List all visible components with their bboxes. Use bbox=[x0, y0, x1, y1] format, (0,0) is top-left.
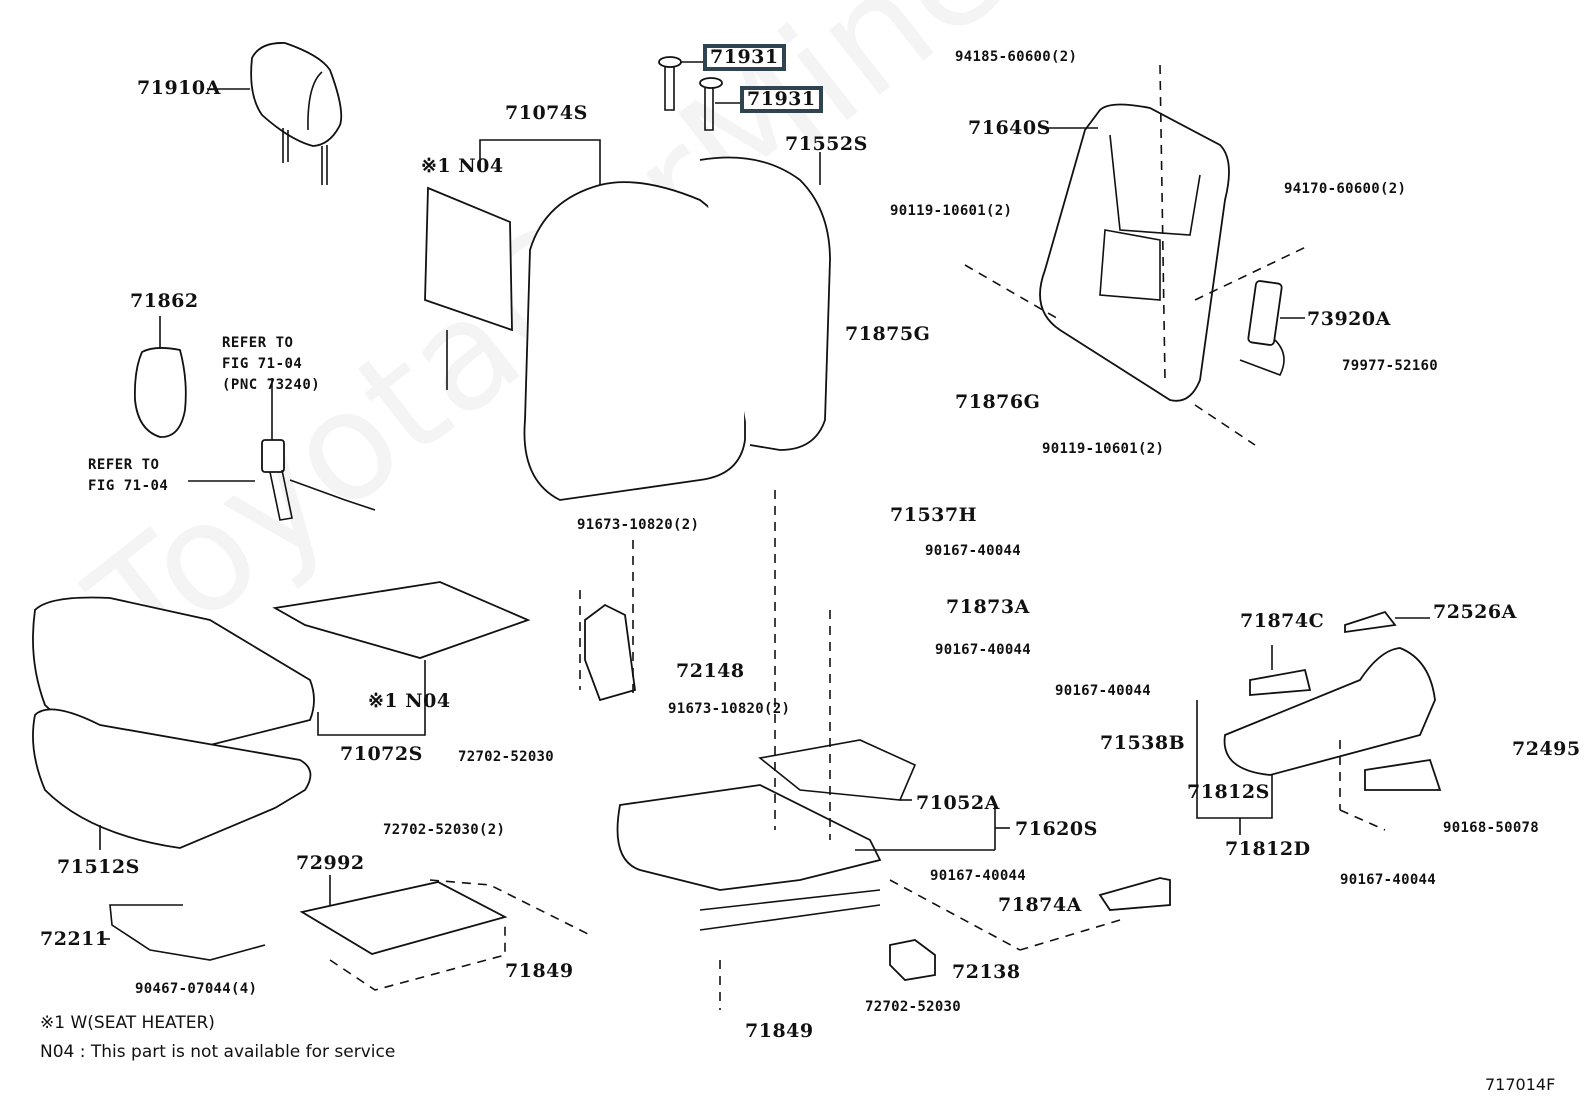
refer-pnc: (PNC 73240) bbox=[222, 377, 321, 393]
part-label-71931-highlighted[interactable]: 71931 bbox=[703, 44, 786, 71]
part-label-71931-highlighted[interactable]: 71931 bbox=[740, 86, 823, 113]
part-label-90167-40044[interactable]: 90167-40044 bbox=[925, 543, 1022, 559]
armrest-drawing bbox=[1196, 610, 1442, 835]
part-label-72702-52030-2[interactable]: 72702-52030(2) bbox=[383, 822, 506, 838]
part-label-71812S[interactable]: 71812S bbox=[1187, 781, 1270, 803]
part-label-71074S[interactable]: 71074S bbox=[505, 102, 588, 124]
part-label-72702-52030-bottom[interactable]: 72702-52030 bbox=[865, 999, 962, 1015]
footnote-n04: N04 : This part is not available for ser… bbox=[40, 1042, 396, 1062]
part-label-71874C[interactable]: 71874C bbox=[1240, 610, 1325, 632]
part-label-N04-cushion[interactable]: ※1 N04 bbox=[368, 690, 451, 712]
clip-71931-drawing bbox=[658, 56, 748, 131]
part-label-90467-07044[interactable]: 90467-07044(4) bbox=[135, 981, 258, 997]
seat-frame-drawing bbox=[616, 490, 1021, 1010]
part-label-90119-10601-bottom[interactable]: 90119-10601(2) bbox=[1042, 441, 1165, 457]
part-label-71875G[interactable]: 71875G bbox=[845, 323, 931, 345]
part-label-71552S[interactable]: 71552S bbox=[785, 133, 868, 155]
part-label-72211[interactable]: 72211 bbox=[40, 928, 109, 950]
part-label-71538B[interactable]: 71538B bbox=[1100, 732, 1186, 754]
part-label-94170-60600[interactable]: 94170-60600(2) bbox=[1284, 181, 1407, 197]
refer-figure-link[interactable]: FIG 71-04 bbox=[222, 356, 303, 372]
part-label-79977-52160[interactable]: 79977-52160 bbox=[1342, 358, 1439, 374]
part-label-N04-backrest[interactable]: ※1 N04 bbox=[421, 155, 504, 177]
part-label-73920A[interactable]: 73920A bbox=[1307, 308, 1391, 330]
heater-pad-back-drawing bbox=[424, 186, 513, 332]
part-label-94185-60600[interactable]: 94185-60600(2) bbox=[955, 49, 1078, 65]
part-label-71620S[interactable]: 71620S bbox=[1015, 818, 1098, 840]
part-label-72495[interactable]: 72495 bbox=[1512, 738, 1581, 760]
heater-pad-seat-drawing bbox=[272, 581, 531, 659]
part-label-90167-40044[interactable]: 90167-40044 bbox=[1340, 872, 1437, 888]
footnote-seat-heater: ※1 W(SEAT HEATER) bbox=[40, 1013, 215, 1033]
part-label-71910A[interactable]: 71910A bbox=[137, 77, 221, 99]
seatbelt-buckle-drawing bbox=[188, 378, 376, 521]
part-label-90119-10601-top[interactable]: 90119-10601(2) bbox=[890, 203, 1013, 219]
cover-71862-drawing bbox=[133, 347, 187, 438]
part-label-71862[interactable]: 71862 bbox=[130, 290, 199, 312]
refer-note-fig: REFER TO FIG 71-04 bbox=[88, 455, 168, 497]
part-label-71873A[interactable]: 71873A bbox=[946, 596, 1030, 618]
airbag-drawing bbox=[1239, 280, 1305, 377]
part-label-72992[interactable]: 72992 bbox=[296, 852, 365, 874]
part-label-90167-40044[interactable]: 90167-40044 bbox=[1055, 683, 1152, 699]
part-label-71512S[interactable]: 71512S bbox=[57, 856, 140, 878]
part-label-71812D[interactable]: 71812D bbox=[1225, 838, 1311, 860]
refer-note-pnc-73240: REFER TO FIG 71-04 (PNC 73240) bbox=[222, 333, 320, 396]
part-label-71849-bottom[interactable]: 71849 bbox=[745, 1020, 814, 1042]
board-72992-drawing bbox=[299, 881, 508, 955]
part-label-71876G[interactable]: 71876G bbox=[955, 391, 1041, 413]
part-label-71874A[interactable]: 71874A bbox=[998, 894, 1082, 916]
seatback-frame-drawing bbox=[964, 64, 1311, 446]
part-label-90167-40044[interactable]: 90167-40044 bbox=[930, 868, 1027, 884]
part-label-91673-10820-bottom[interactable]: 91673-10820(2) bbox=[668, 701, 791, 717]
part-label-71640S[interactable]: 71640S bbox=[968, 117, 1051, 139]
seat-cushion-drawing bbox=[32, 596, 315, 850]
spring-71052A-drawing bbox=[758, 739, 917, 801]
cover-72138-drawing bbox=[889, 939, 936, 981]
refer-line: REFER TO bbox=[88, 457, 160, 473]
headrest-drawing bbox=[207, 42, 343, 185]
bracket-72148-drawing bbox=[584, 603, 636, 702]
part-label-71849[interactable]: 71849 bbox=[505, 960, 574, 982]
bracket-71874A-drawing bbox=[1098, 877, 1171, 911]
wire-72211-drawing bbox=[109, 904, 266, 961]
part-label-72138[interactable]: 72138 bbox=[952, 961, 1021, 983]
part-label-91673-10820-top[interactable]: 91673-10820(2) bbox=[577, 517, 700, 533]
part-label-90167-40044[interactable]: 90167-40044 bbox=[935, 642, 1032, 658]
part-label-72526A[interactable]: 72526A bbox=[1433, 601, 1517, 623]
part-label-90168-50078[interactable]: 90168-50078 bbox=[1443, 820, 1540, 836]
part-label-72148[interactable]: 72148 bbox=[676, 660, 745, 682]
part-label-71072S[interactable]: 71072S bbox=[340, 743, 423, 765]
refer-line: REFER TO bbox=[222, 335, 294, 351]
seatback-cover-drawing bbox=[479, 139, 831, 501]
refer-figure-link[interactable]: FIG 71-04 bbox=[88, 478, 169, 494]
part-label-71052A[interactable]: 71052A bbox=[916, 792, 1000, 814]
part-label-72702-52030[interactable]: 72702-52030 bbox=[458, 749, 555, 765]
part-label-71537H[interactable]: 71537H bbox=[890, 504, 978, 526]
figure-id: 717014F bbox=[1485, 1075, 1556, 1094]
